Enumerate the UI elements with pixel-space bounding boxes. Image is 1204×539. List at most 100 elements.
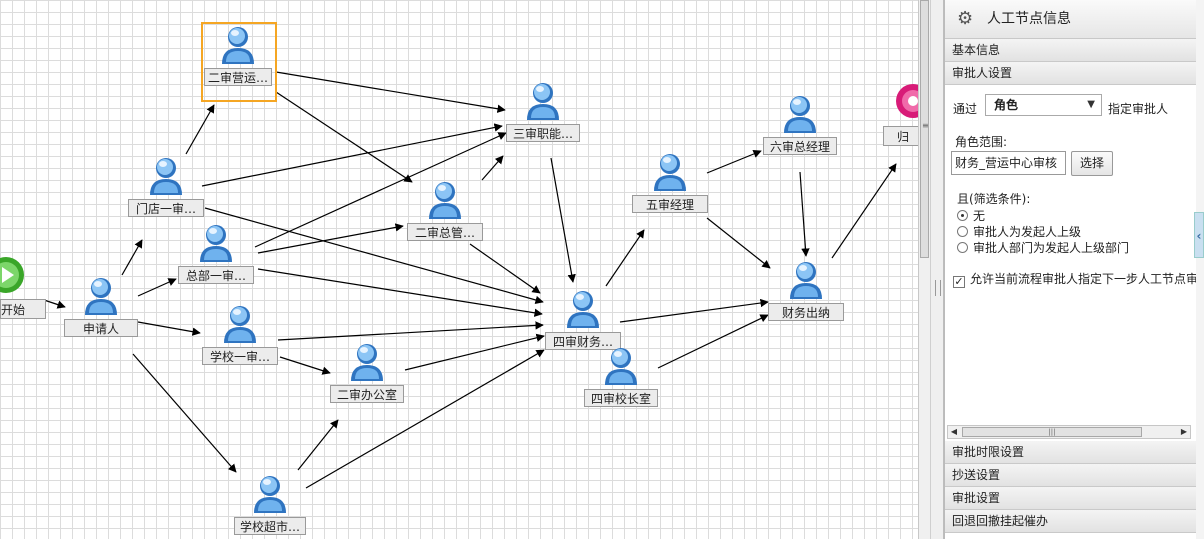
via-label: 通过 xyxy=(953,102,978,116)
user-icon xyxy=(351,344,383,381)
user-icon xyxy=(222,27,254,64)
filter-option-none[interactable]: 无 xyxy=(957,207,985,224)
approver-settings-body: 通过 角色 ▼ 指定审批人 角色范围: 财务_营运中心审核 选择 且(筛选条件)… xyxy=(945,0,1196,420)
workflow-node-office-review2[interactable]: 二审办公室 xyxy=(330,341,404,403)
workflow-node-store-review[interactable]: 门店一审… xyxy=(128,155,204,217)
scrollbar-grip-icon: ≡ xyxy=(922,121,929,130)
node-label: 二审办公室 xyxy=(330,385,404,403)
node-label: 六审总经理 xyxy=(763,137,837,155)
user-icon xyxy=(148,155,184,202)
panel-splitter[interactable] xyxy=(930,0,944,539)
role-scope-input[interactable]: 财务_营运中心审核 xyxy=(951,151,1066,175)
user-icon xyxy=(85,278,117,315)
section-cc-settings[interactable]: 抄送设置 xyxy=(945,464,1196,487)
panel-title: 人工节点信息 xyxy=(987,11,1071,27)
workflow-node-principal-review4[interactable]: 四审校长室 xyxy=(584,345,658,407)
filter-option-superior-dept[interactable]: 审批人部门为发起人上级部门 xyxy=(957,239,1129,256)
section-rollback-settings[interactable]: 回退回撤挂起催办 xyxy=(945,510,1196,533)
chevron-left-icon: ‹ xyxy=(1196,229,1202,243)
node-label: 财务出纳 xyxy=(768,303,844,321)
radio-unchecked[interactable] xyxy=(957,242,968,253)
choose-button[interactable]: 选择 xyxy=(1071,151,1113,176)
scroll-right-icon[interactable]: ▶ xyxy=(1180,427,1188,436)
radio-unchecked[interactable] xyxy=(957,226,968,237)
splitter-grip-icon xyxy=(935,280,941,296)
user-icon xyxy=(605,348,637,385)
node-label: 学校一审… xyxy=(202,347,278,365)
filter-option-label: 审批人部门为发起人上级部门 xyxy=(973,241,1130,255)
archive-label: 归 xyxy=(883,126,918,146)
workflow-canvas[interactable]: 开始 归 申请人 门店一审… 总部一审… 学校一审… 学校超市… 二审营运… 二审总管… 二审… xyxy=(0,0,918,539)
section-approval-time-limit[interactable]: 审批时限设置 xyxy=(945,441,1196,464)
user-icon xyxy=(150,158,182,195)
user-icon xyxy=(429,182,461,219)
allow-assign-next-label: 允许当前流程审批人指定下一步人工节点审 xyxy=(970,272,1196,286)
filter-option-label: 审批人为发起人上级 xyxy=(973,225,1082,239)
chevron-down-icon: ▼ xyxy=(1087,99,1095,110)
workflow-node-gm-review2[interactable]: 二审总管… xyxy=(407,179,483,241)
user-icon xyxy=(254,476,286,513)
hscroll-thumb[interactable]: ||| xyxy=(962,427,1142,437)
node-label: 四审财务… xyxy=(545,332,621,350)
scrollbar-thumb[interactable] xyxy=(920,0,929,258)
user-icon xyxy=(782,93,818,140)
section-basic-info[interactable]: 基本信息 xyxy=(945,39,1196,62)
node-info-panel: ⚙ 人工节点信息 基本信息 审批人设置 通过 角色 ▼ 指定审批人 角色范围: … xyxy=(944,0,1196,539)
panel-header: ⚙ 人工节点信息 xyxy=(945,0,1196,39)
workflow-node-manager-review5[interactable]: 五审经理 xyxy=(632,151,708,213)
workflow-node-func-review3[interactable]: 三审职能… xyxy=(506,80,580,142)
node-label: 五审经理 xyxy=(632,195,708,213)
workflow-node-ops-review2[interactable]: 二审营运… xyxy=(204,24,272,86)
workflow-node-finance-review4[interactable]: 四审财务… xyxy=(545,288,621,350)
node-label: 门店一审… xyxy=(128,199,204,217)
gear-icon: ⚙ xyxy=(957,8,974,29)
user-icon xyxy=(525,80,561,127)
workflow-node-hq-review[interactable]: 总部一审… xyxy=(178,222,254,284)
node-label: 四审校长室 xyxy=(584,389,658,407)
canvas-vertical-scrollbar[interactable]: ≡ xyxy=(918,0,930,539)
archive-node[interactable]: 归 xyxy=(883,82,918,148)
section-approver-settings[interactable]: 审批人设置 xyxy=(945,62,1196,85)
workflow-node-school-market[interactable]: 学校超市… xyxy=(234,473,306,535)
start-label: 开始 xyxy=(0,299,46,319)
user-icon xyxy=(83,275,119,322)
workflow-node-cashier[interactable]: 财务出纳 xyxy=(768,259,844,321)
workflow-node-applicant[interactable]: 申请人 xyxy=(64,275,138,337)
selection-box xyxy=(201,22,277,102)
node-label: 学校超市… xyxy=(234,517,306,535)
radio-checked[interactable] xyxy=(957,210,968,221)
node-label: 申请人 xyxy=(64,319,138,337)
collapse-panel-tab[interactable]: ‹ xyxy=(1194,212,1204,258)
user-icon xyxy=(790,262,822,299)
filter-option-label: 无 xyxy=(973,209,986,223)
approver-type-select[interactable]: 角色 ▼ xyxy=(985,94,1102,116)
user-icon xyxy=(252,473,288,520)
scroll-left-icon[interactable]: ◀ xyxy=(950,427,958,436)
node-label: 二审总管… xyxy=(407,223,483,241)
end-icon xyxy=(896,84,918,118)
user-icon xyxy=(567,291,599,328)
filter-option-superior[interactable]: 审批人为发起人上级 xyxy=(957,223,1081,240)
user-icon xyxy=(527,83,559,120)
panel-horizontal-scrollbar[interactable]: ◀ ||| ▶ xyxy=(947,425,1191,439)
user-icon xyxy=(654,154,686,191)
workflow-node-school-review[interactable]: 学校一审… xyxy=(202,303,278,365)
user-icon xyxy=(220,24,256,71)
start-icon xyxy=(0,257,24,293)
workflow-edges xyxy=(43,71,897,489)
user-icon xyxy=(603,345,639,392)
node-label: 三审职能… xyxy=(506,124,580,142)
workflow-node-gm-review6[interactable]: 六审总经理 xyxy=(763,93,837,155)
section-approval-settings[interactable]: 审批设置 xyxy=(945,487,1196,510)
right-edge xyxy=(1196,0,1204,539)
bottom-sections: 审批时限设置 抄送设置 审批设置 回退回撤挂起催办 xyxy=(945,441,1196,533)
user-icon xyxy=(198,222,234,269)
allow-assign-next-option[interactable]: ✓ 允许当前流程审批人指定下一步人工节点审 xyxy=(953,270,1196,288)
user-icon xyxy=(427,179,463,226)
checkbox-checked[interactable]: ✓ xyxy=(953,275,965,288)
user-icon xyxy=(784,96,816,133)
node-label: 总部一审… xyxy=(178,266,254,284)
user-icon xyxy=(565,288,601,335)
user-icon xyxy=(200,225,232,262)
start-node[interactable]: 开始 xyxy=(0,255,48,321)
